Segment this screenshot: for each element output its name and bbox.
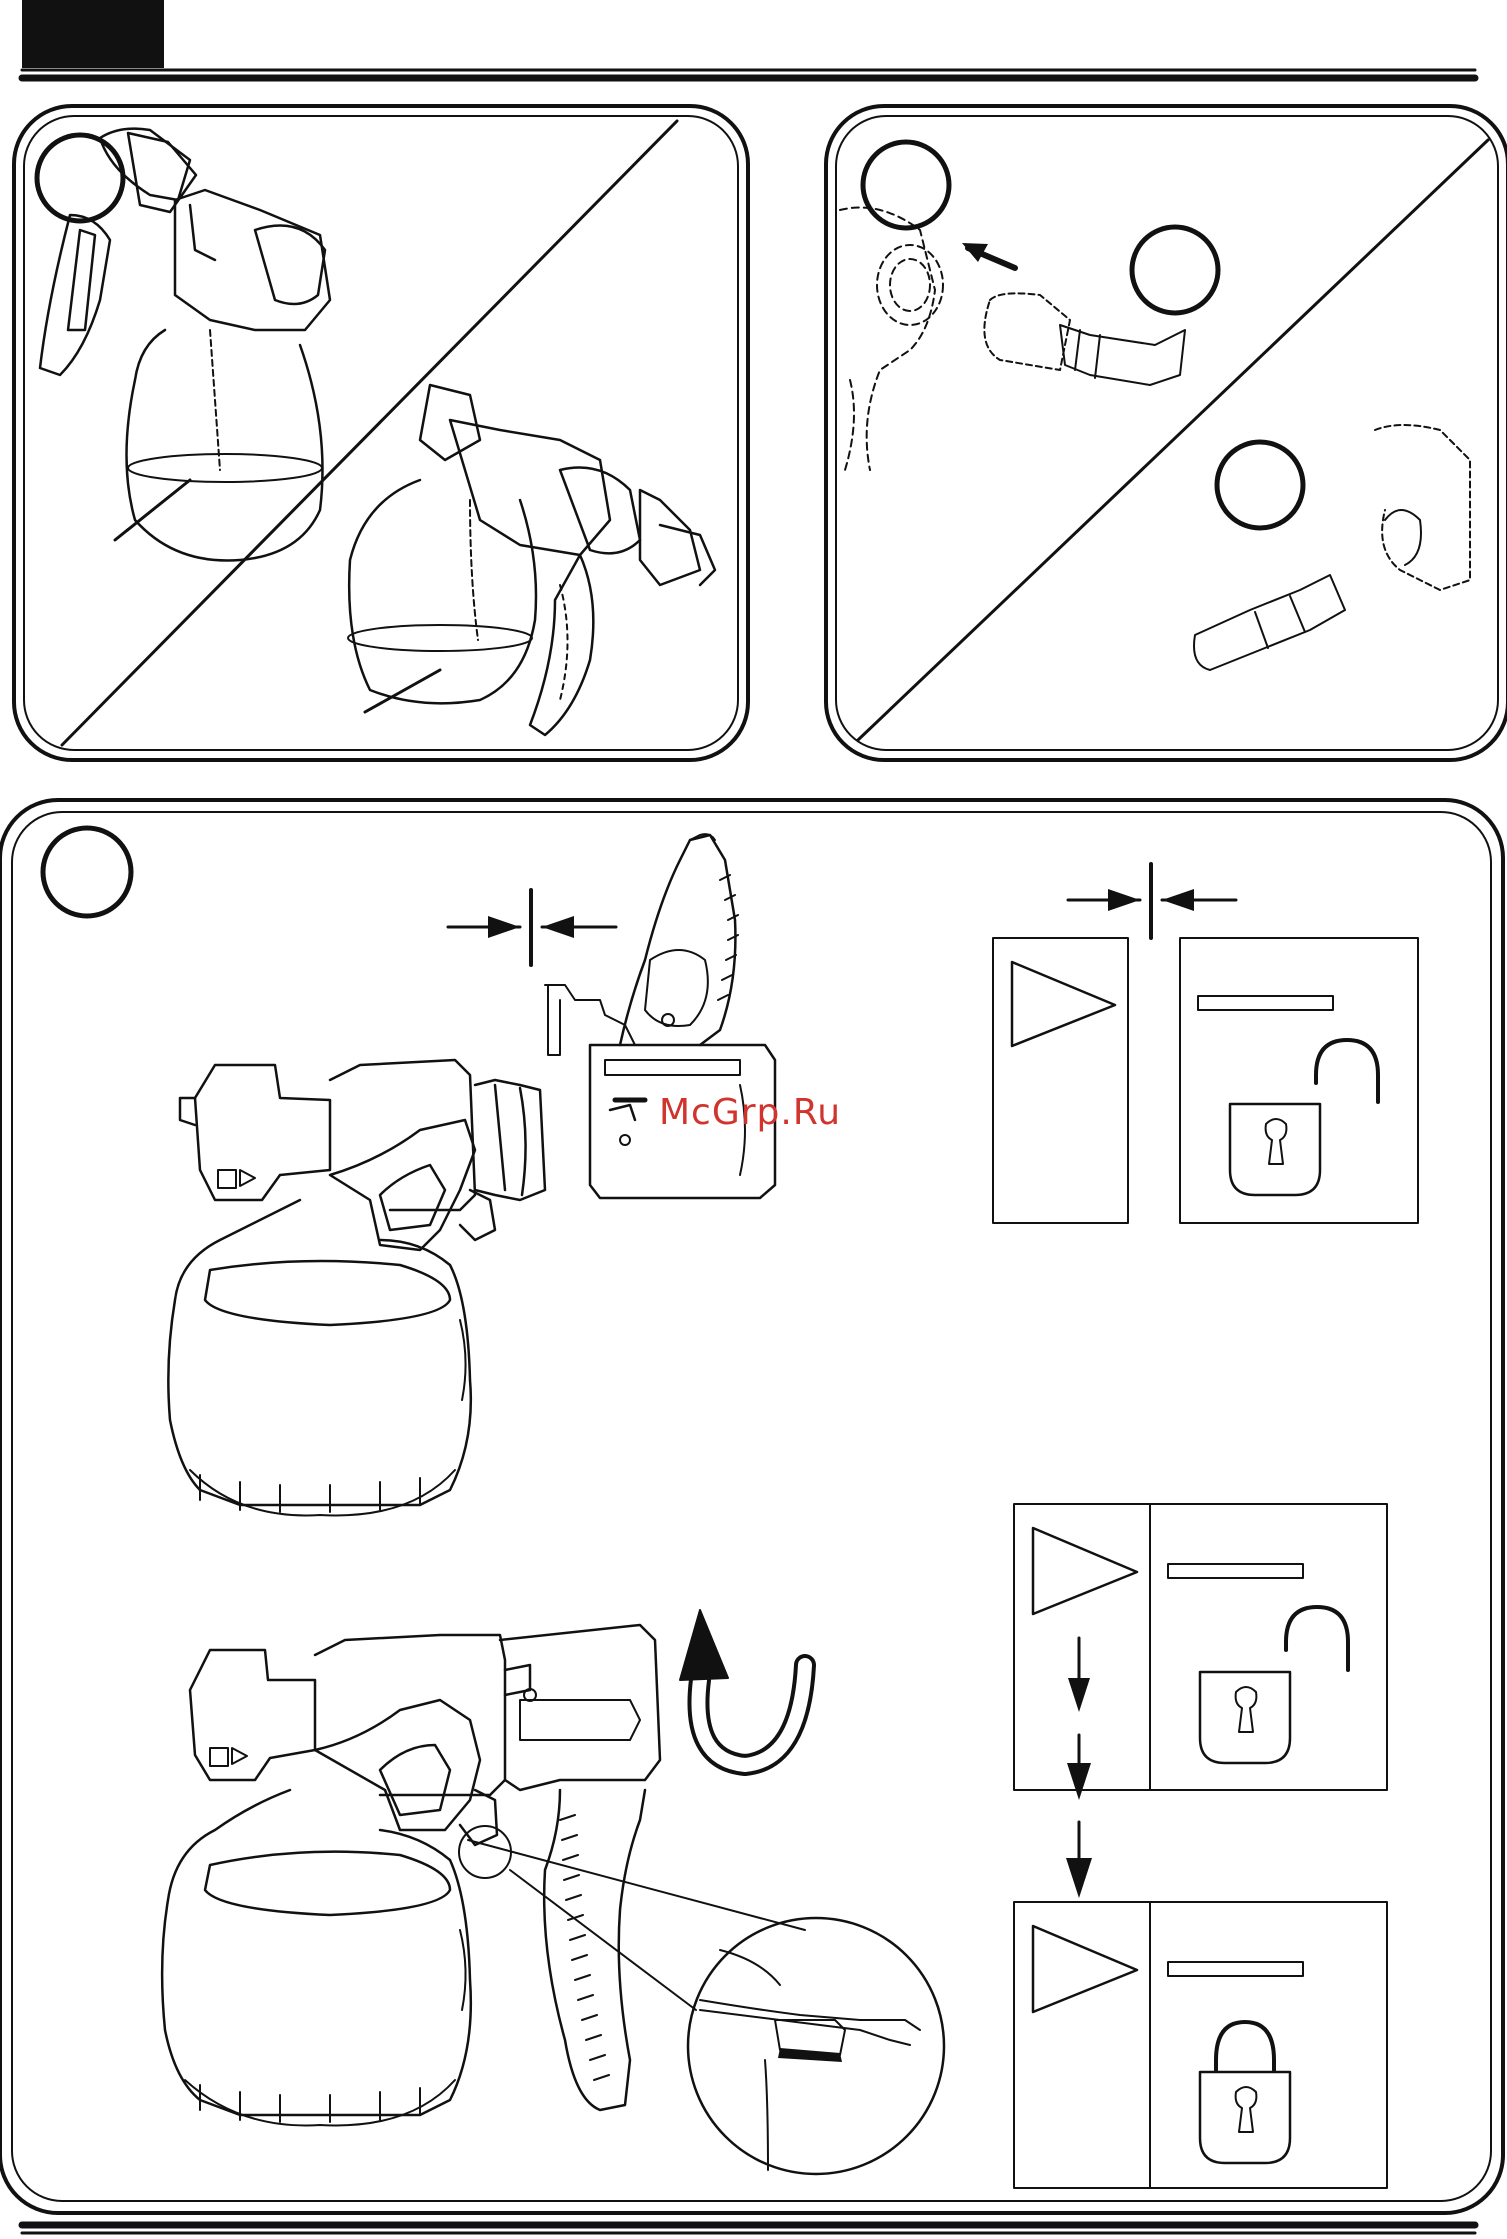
spray-gun-illustration — [545, 834, 775, 1198]
status-diagram-gap — [993, 938, 1418, 1223]
status-diagram-locked — [1014, 1902, 1387, 2188]
play-triangle-icon — [1033, 1926, 1137, 2012]
header-tab-icon — [22, 0, 164, 68]
callout-circle-icon — [863, 142, 949, 228]
watermark-text: McGrp.Ru — [659, 1092, 841, 1133]
locked-padlock-icon — [1200, 2022, 1290, 2163]
spray-gun-illustration — [840, 208, 943, 471]
arrow-icon — [1066, 1638, 1092, 1898]
gap-arrows-icon — [1068, 864, 1236, 938]
panel-fill-container — [14, 106, 748, 760]
status-diagram-rotate — [1014, 1504, 1387, 1898]
magnifier-detail-icon — [468, 1840, 944, 2174]
play-triangle-icon — [1012, 962, 1115, 1046]
callout-circle-icon — [37, 135, 123, 221]
spray-gun-illustration — [168, 1060, 545, 1515]
unlocked-padlock-icon — [1200, 1607, 1348, 1763]
gap-arrows-icon — [448, 890, 616, 965]
page-footer — [22, 2225, 1475, 2233]
callout-circle-icon — [1132, 227, 1218, 313]
play-triangle-icon — [1033, 1528, 1137, 1614]
page-header — [22, 0, 1475, 78]
spray-gun-illustration — [348, 385, 715, 735]
unlocked-padlock-icon — [1230, 1040, 1378, 1195]
rotate-arrow-icon — [680, 1610, 805, 1765]
callout-circle-icon — [43, 828, 131, 916]
callout-circle-icon — [1217, 442, 1303, 528]
panel-nozzle-container — [826, 106, 1507, 760]
panel-attach-container — [0, 800, 1503, 2213]
spray-gun-illustration — [162, 1625, 660, 2125]
